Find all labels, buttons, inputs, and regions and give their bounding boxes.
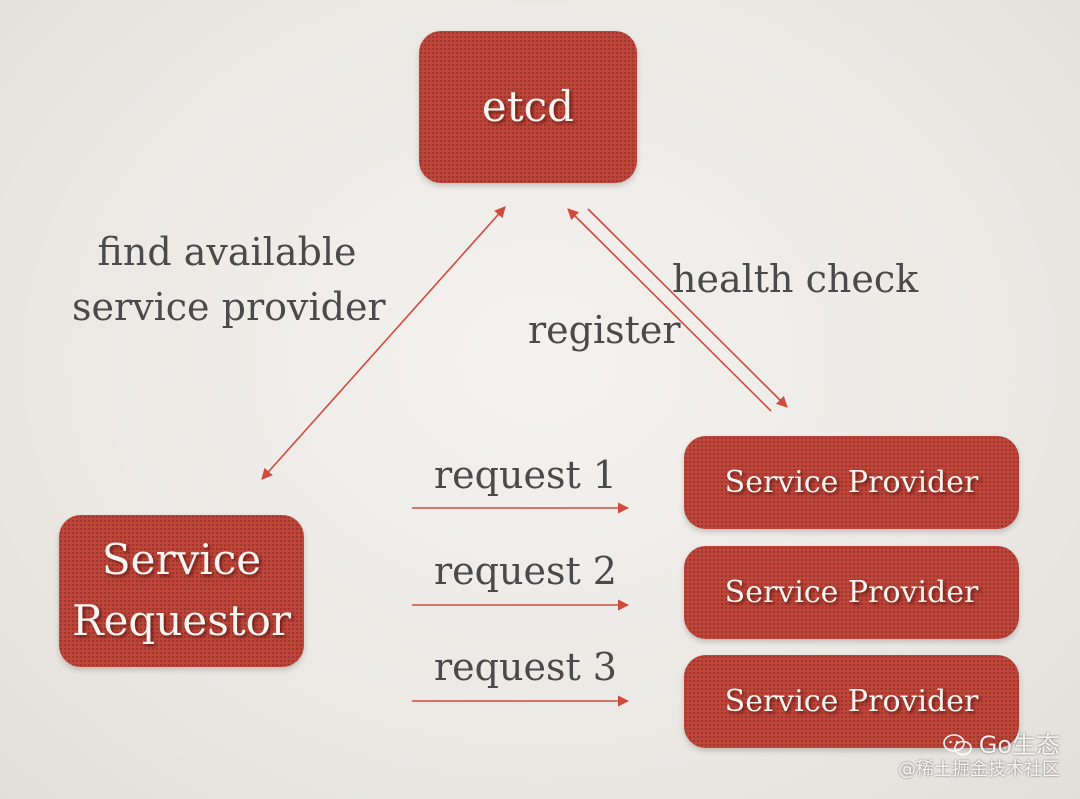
- provider-label: Service Provider: [724, 464, 979, 500]
- provider-label: Service Provider: [724, 683, 979, 719]
- find-provider-arrow: [261, 206, 506, 480]
- requestor-label-line2: Requestor: [71, 596, 292, 645]
- provider-label: Service Provider: [724, 574, 979, 610]
- service-provider-node: Service Provider: [684, 655, 1019, 748]
- request-3-label: request 3: [434, 645, 617, 689]
- service-provider-node: Service Provider: [684, 436, 1019, 529]
- watermark: Go生态 @稀土掘金技术社区: [898, 731, 1060, 781]
- etcd-label: etcd: [481, 81, 575, 131]
- etcd-node: etcd: [419, 31, 637, 183]
- register-arrow: [567, 208, 772, 412]
- find-provider-label: find available service provider: [72, 225, 386, 335]
- find-label-line2: service provider: [72, 285, 386, 330]
- request-1-label: request 1: [434, 453, 617, 497]
- find-label-line1: find available: [97, 230, 357, 274]
- health-check-arrow: [587, 208, 788, 408]
- requestor-label-line1: Service: [101, 535, 262, 585]
- service-requestor-node: Service Requestor: [59, 515, 304, 667]
- watermark-channel: Go生态: [978, 730, 1060, 759]
- service-provider-node: Service Provider: [684, 546, 1019, 639]
- watermark-source: @稀土掘金技术社区: [898, 759, 1060, 781]
- register-label: register: [528, 308, 681, 352]
- health-check-label: health check: [672, 257, 919, 301]
- request-2-label: request 2: [434, 549, 617, 593]
- wechat-icon: [942, 734, 972, 756]
